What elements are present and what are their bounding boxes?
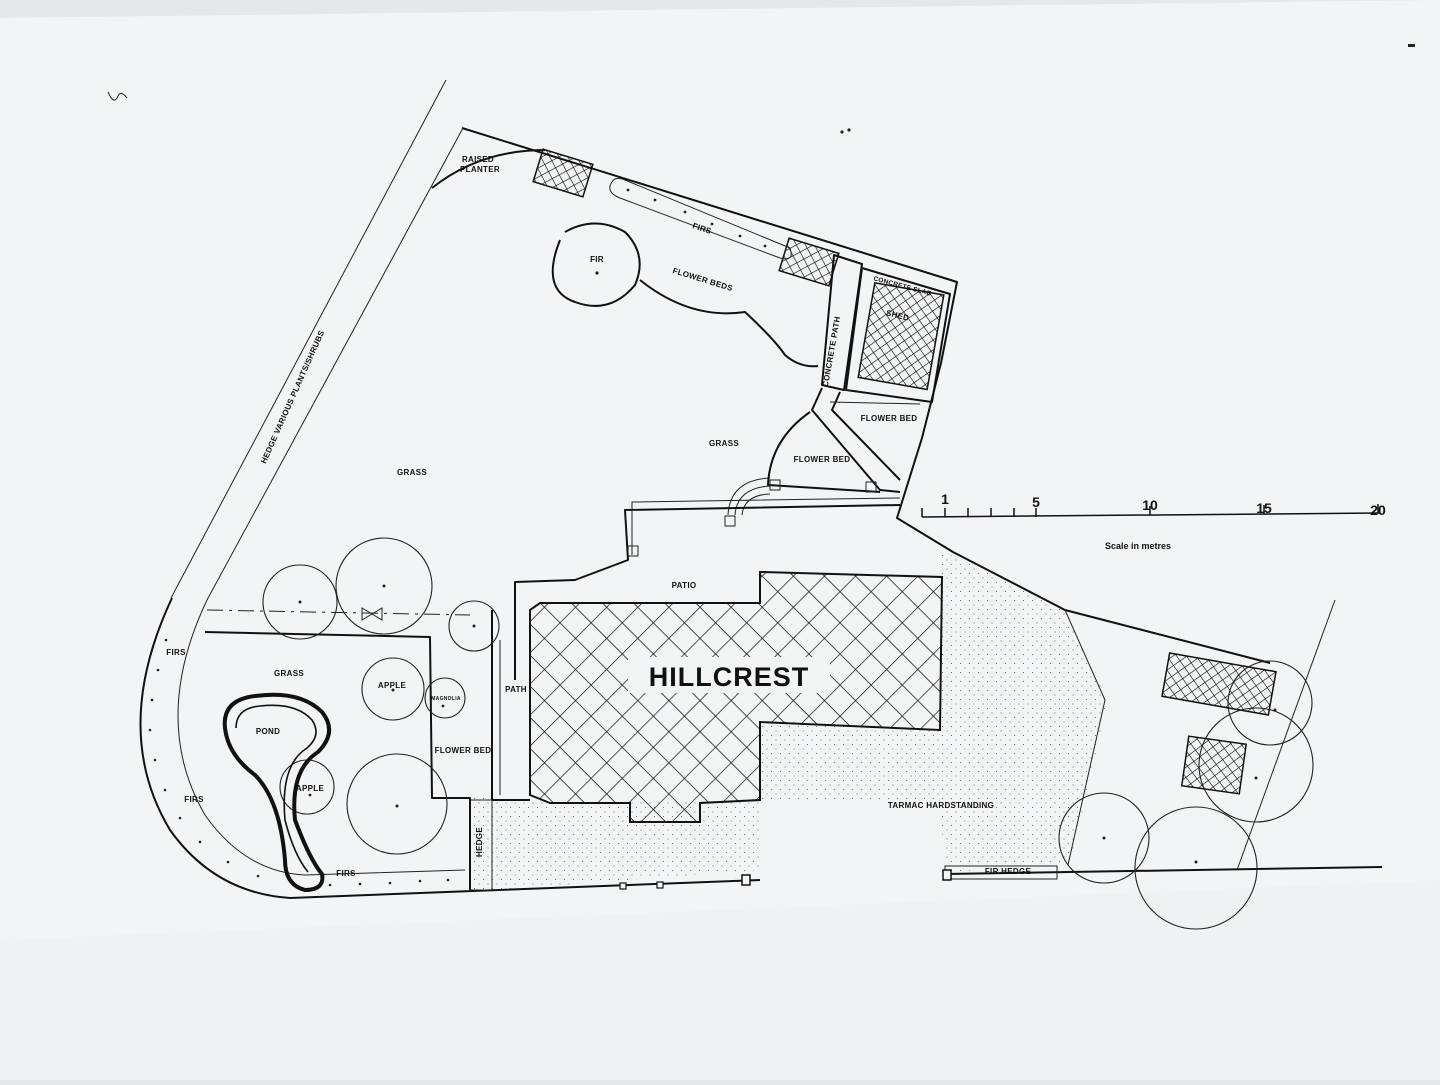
boundary-bottom <box>289 879 761 899</box>
paper-shadow <box>0 880 1440 1080</box>
firs-dots-top <box>626 188 767 248</box>
label-raised-planter-2: PLANTER <box>460 165 500 174</box>
right-hatch-2 <box>1180 735 1248 795</box>
label-apple-2: APPLE <box>296 784 325 793</box>
right-hatch-1 <box>1161 652 1277 716</box>
fir-center <box>595 271 599 275</box>
firs-dots-left <box>148 638 450 887</box>
label-flower-bed-right: FLOWER BED <box>861 414 918 423</box>
path-down-1 <box>811 387 901 493</box>
boundary-main <box>461 127 1271 664</box>
flower-bed-center-edge <box>767 411 881 493</box>
fir-tree-outline <box>551 222 641 307</box>
patio-outline <box>514 504 901 680</box>
label-firs-left-top: FIRS <box>166 648 186 657</box>
scale-bar: 1 5 10 15 20 Scale in metres <box>921 491 1386 551</box>
concrete-path <box>821 254 863 391</box>
scale-tick-label: 5 <box>1032 494 1040 510</box>
valve-symbol <box>361 607 383 621</box>
steps-arc-2 <box>734 485 771 516</box>
corner-mark <box>1408 44 1415 47</box>
label-fir-hedge: FIR HEDGE <box>985 867 1032 876</box>
raised-planter-arc <box>431 149 546 189</box>
tree-line <box>206 609 471 616</box>
scale-caption: Scale in metres <box>1105 541 1171 551</box>
patio-outline-inner <box>631 497 901 555</box>
scale-bar-line <box>921 512 1381 518</box>
post <box>724 515 736 527</box>
planter-hatch-2 <box>778 237 840 287</box>
label-patio: PATIO <box>672 581 697 590</box>
bottom-post <box>619 882 627 890</box>
firs-curve-inner <box>177 599 466 876</box>
scale-tick-label: 1 <box>941 491 949 507</box>
house-name: HILLCREST <box>649 662 810 692</box>
label-tarmac: TARMAC HARDSTANDING <box>888 801 994 810</box>
flower-beds-edge <box>639 279 819 368</box>
scale-tick-label: 20 <box>1370 502 1386 518</box>
house-footprint <box>529 570 944 823</box>
label-magnolia: MAGNOLIA <box>431 696 461 702</box>
firs-row-top <box>609 177 792 260</box>
flower-bed-right-edge <box>829 401 921 405</box>
pen-mark <box>107 91 128 101</box>
bottom-post <box>656 881 664 889</box>
label-grass-center: GRASS <box>709 439 739 448</box>
planter-hatch-1 <box>532 148 594 198</box>
lower-enclosure <box>204 631 471 890</box>
pen-dot <box>847 128 851 132</box>
label-apple-1: APPLE <box>378 681 407 690</box>
path-down-2 <box>831 391 901 481</box>
label-firs-left-bottom: FIRS <box>184 795 204 804</box>
boundary-bottom-right <box>944 866 1383 875</box>
label-grass-left: GRASS <box>397 468 427 477</box>
hedge-strip-dots <box>470 798 495 892</box>
boundary-right <box>1236 599 1336 871</box>
concrete-slab <box>845 267 951 403</box>
trees <box>262 537 1314 930</box>
boundary-left-hedge-inner <box>206 127 464 601</box>
scale-tick-label: 15 <box>1256 500 1272 516</box>
label-grass-lower: GRASS <box>274 669 304 678</box>
pen-dot <box>840 130 844 134</box>
house-name-bg <box>628 657 830 693</box>
shed-hatch <box>857 281 945 391</box>
label-raised-planter-1: RAISED <box>462 155 494 164</box>
pond-inner <box>235 704 317 873</box>
boundary-left-hedge <box>170 79 447 599</box>
label-hedge-bottom: HEDGE <box>475 827 484 857</box>
firs-curve-outer <box>139 597 291 899</box>
hedge-box <box>470 799 493 891</box>
bottom-post <box>741 874 751 886</box>
pond-outer <box>222 692 331 893</box>
label-flower-bed-center: FLOWER BED <box>794 455 851 464</box>
label-path: PATH <box>505 685 527 694</box>
label-fir: FIR <box>590 255 604 264</box>
post <box>769 479 781 491</box>
label-flower-bed-lower: FLOWER BED <box>435 746 492 755</box>
label-firs-bottom: FIRS <box>336 869 356 878</box>
scale-tick-label: 10 <box>1142 497 1158 513</box>
post <box>865 481 877 493</box>
boundary-right-2 <box>1064 609 1106 866</box>
fir-hedge-post <box>942 869 952 881</box>
label-pond: POND <box>256 727 280 736</box>
